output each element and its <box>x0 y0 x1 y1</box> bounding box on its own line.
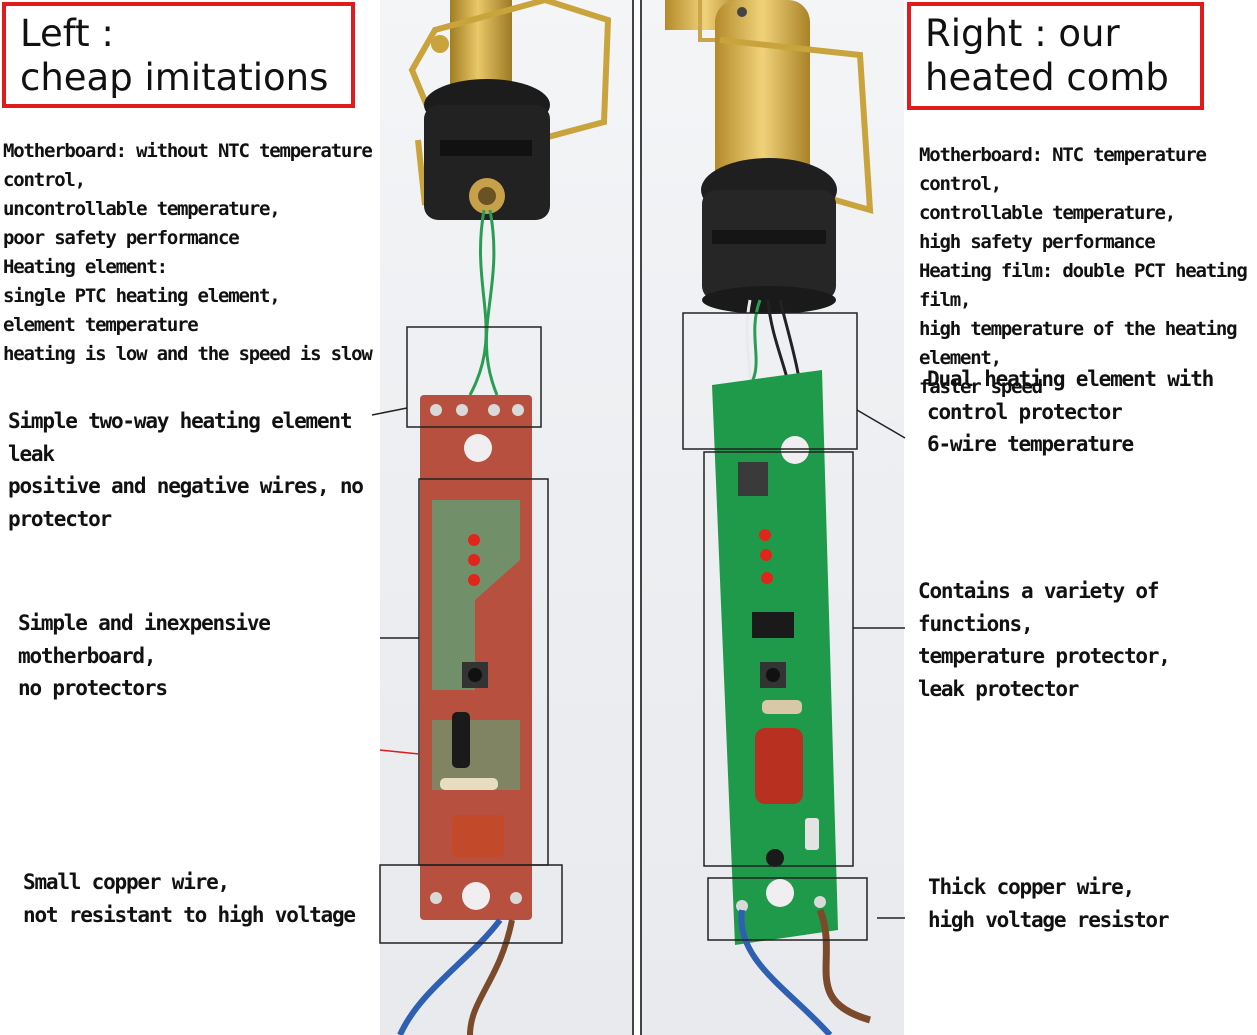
cheap-comb-handle <box>408 0 612 396</box>
left-title: Left : cheap imitations <box>2 2 355 108</box>
our-comb-handle <box>665 0 874 421</box>
cheap-callout-boxes <box>371 326 563 944</box>
cheap-pcb <box>397 395 532 1035</box>
left-callout-wires: Simple two-way heating element leak posi… <box>8 409 364 531</box>
red-pointer-line <box>379 749 420 755</box>
left-intro-text: Motherboard: without NTC temperature con… <box>3 140 373 365</box>
panel-divider <box>632 0 642 1035</box>
left-callout-motherboard: Simple and inexpensive motherboard, no p… <box>18 611 271 700</box>
our-callout-boxes <box>682 312 906 941</box>
right-callout-heating: Dual heating element with control protec… <box>927 367 1214 456</box>
our-pcb <box>712 370 871 1035</box>
left-callout-copper: Small copper wire, not resistant to high… <box>23 870 356 927</box>
right-intro-text: Motherboard: NTC temperature control, co… <box>919 144 1248 398</box>
right-callout-copper: Thick copper wire, high voltage resistor <box>928 875 1170 932</box>
right-callout-functions: Contains a variety of functions, tempera… <box>918 579 1171 701</box>
right-title: Right : our heated comb <box>907 2 1204 110</box>
